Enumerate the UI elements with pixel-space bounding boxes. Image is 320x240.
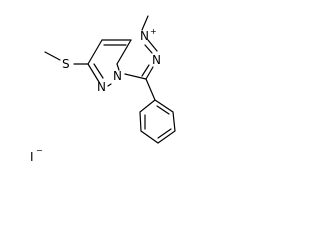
- atom-n-triazole: N: [152, 53, 161, 67]
- bond-ring5-c: [124, 73, 147, 80]
- bond-ring6-d: [87, 63, 100, 83]
- bond-ring6-e: [107, 83, 112, 87]
- atom-n-pyridazine: N: [97, 80, 106, 94]
- counterion-iodide: I: [30, 150, 34, 164]
- counterion-charge: −: [36, 146, 43, 155]
- atom-n-bridge: N: [113, 69, 122, 83]
- bond-ring5-b: [145, 66, 154, 80]
- bond-ring5-a-inner: [144, 44, 153, 54]
- bond-ring6-c: [87, 39, 103, 65]
- bond-ring6-a: [116, 39, 132, 65]
- bond-ring5-b-inner: [141, 64, 150, 77]
- phenyl-double-3: [156, 105, 170, 115]
- bond-s-methyl: [44, 51, 61, 61]
- atom-n-charge: +: [150, 27, 157, 36]
- structure-diagram: N + N N N S I −: [0, 0, 227, 167]
- atom-sulfur: S: [62, 57, 70, 71]
- bond-c-phenyl: [145, 78, 156, 101]
- bond-n-methyl: [141, 15, 149, 31]
- phenyl-double-2: [157, 128, 172, 139]
- atom-n-methylated: N: [140, 29, 149, 43]
- bond-ring6-d-inner: [93, 63, 104, 79]
- phenyl-ring: [139, 99, 176, 144]
- bond-ring5-a: [147, 39, 158, 52]
- molecule-drawing: N + N N N S I −: [30, 15, 176, 164]
- bond-ring5-d: [116, 63, 120, 71]
